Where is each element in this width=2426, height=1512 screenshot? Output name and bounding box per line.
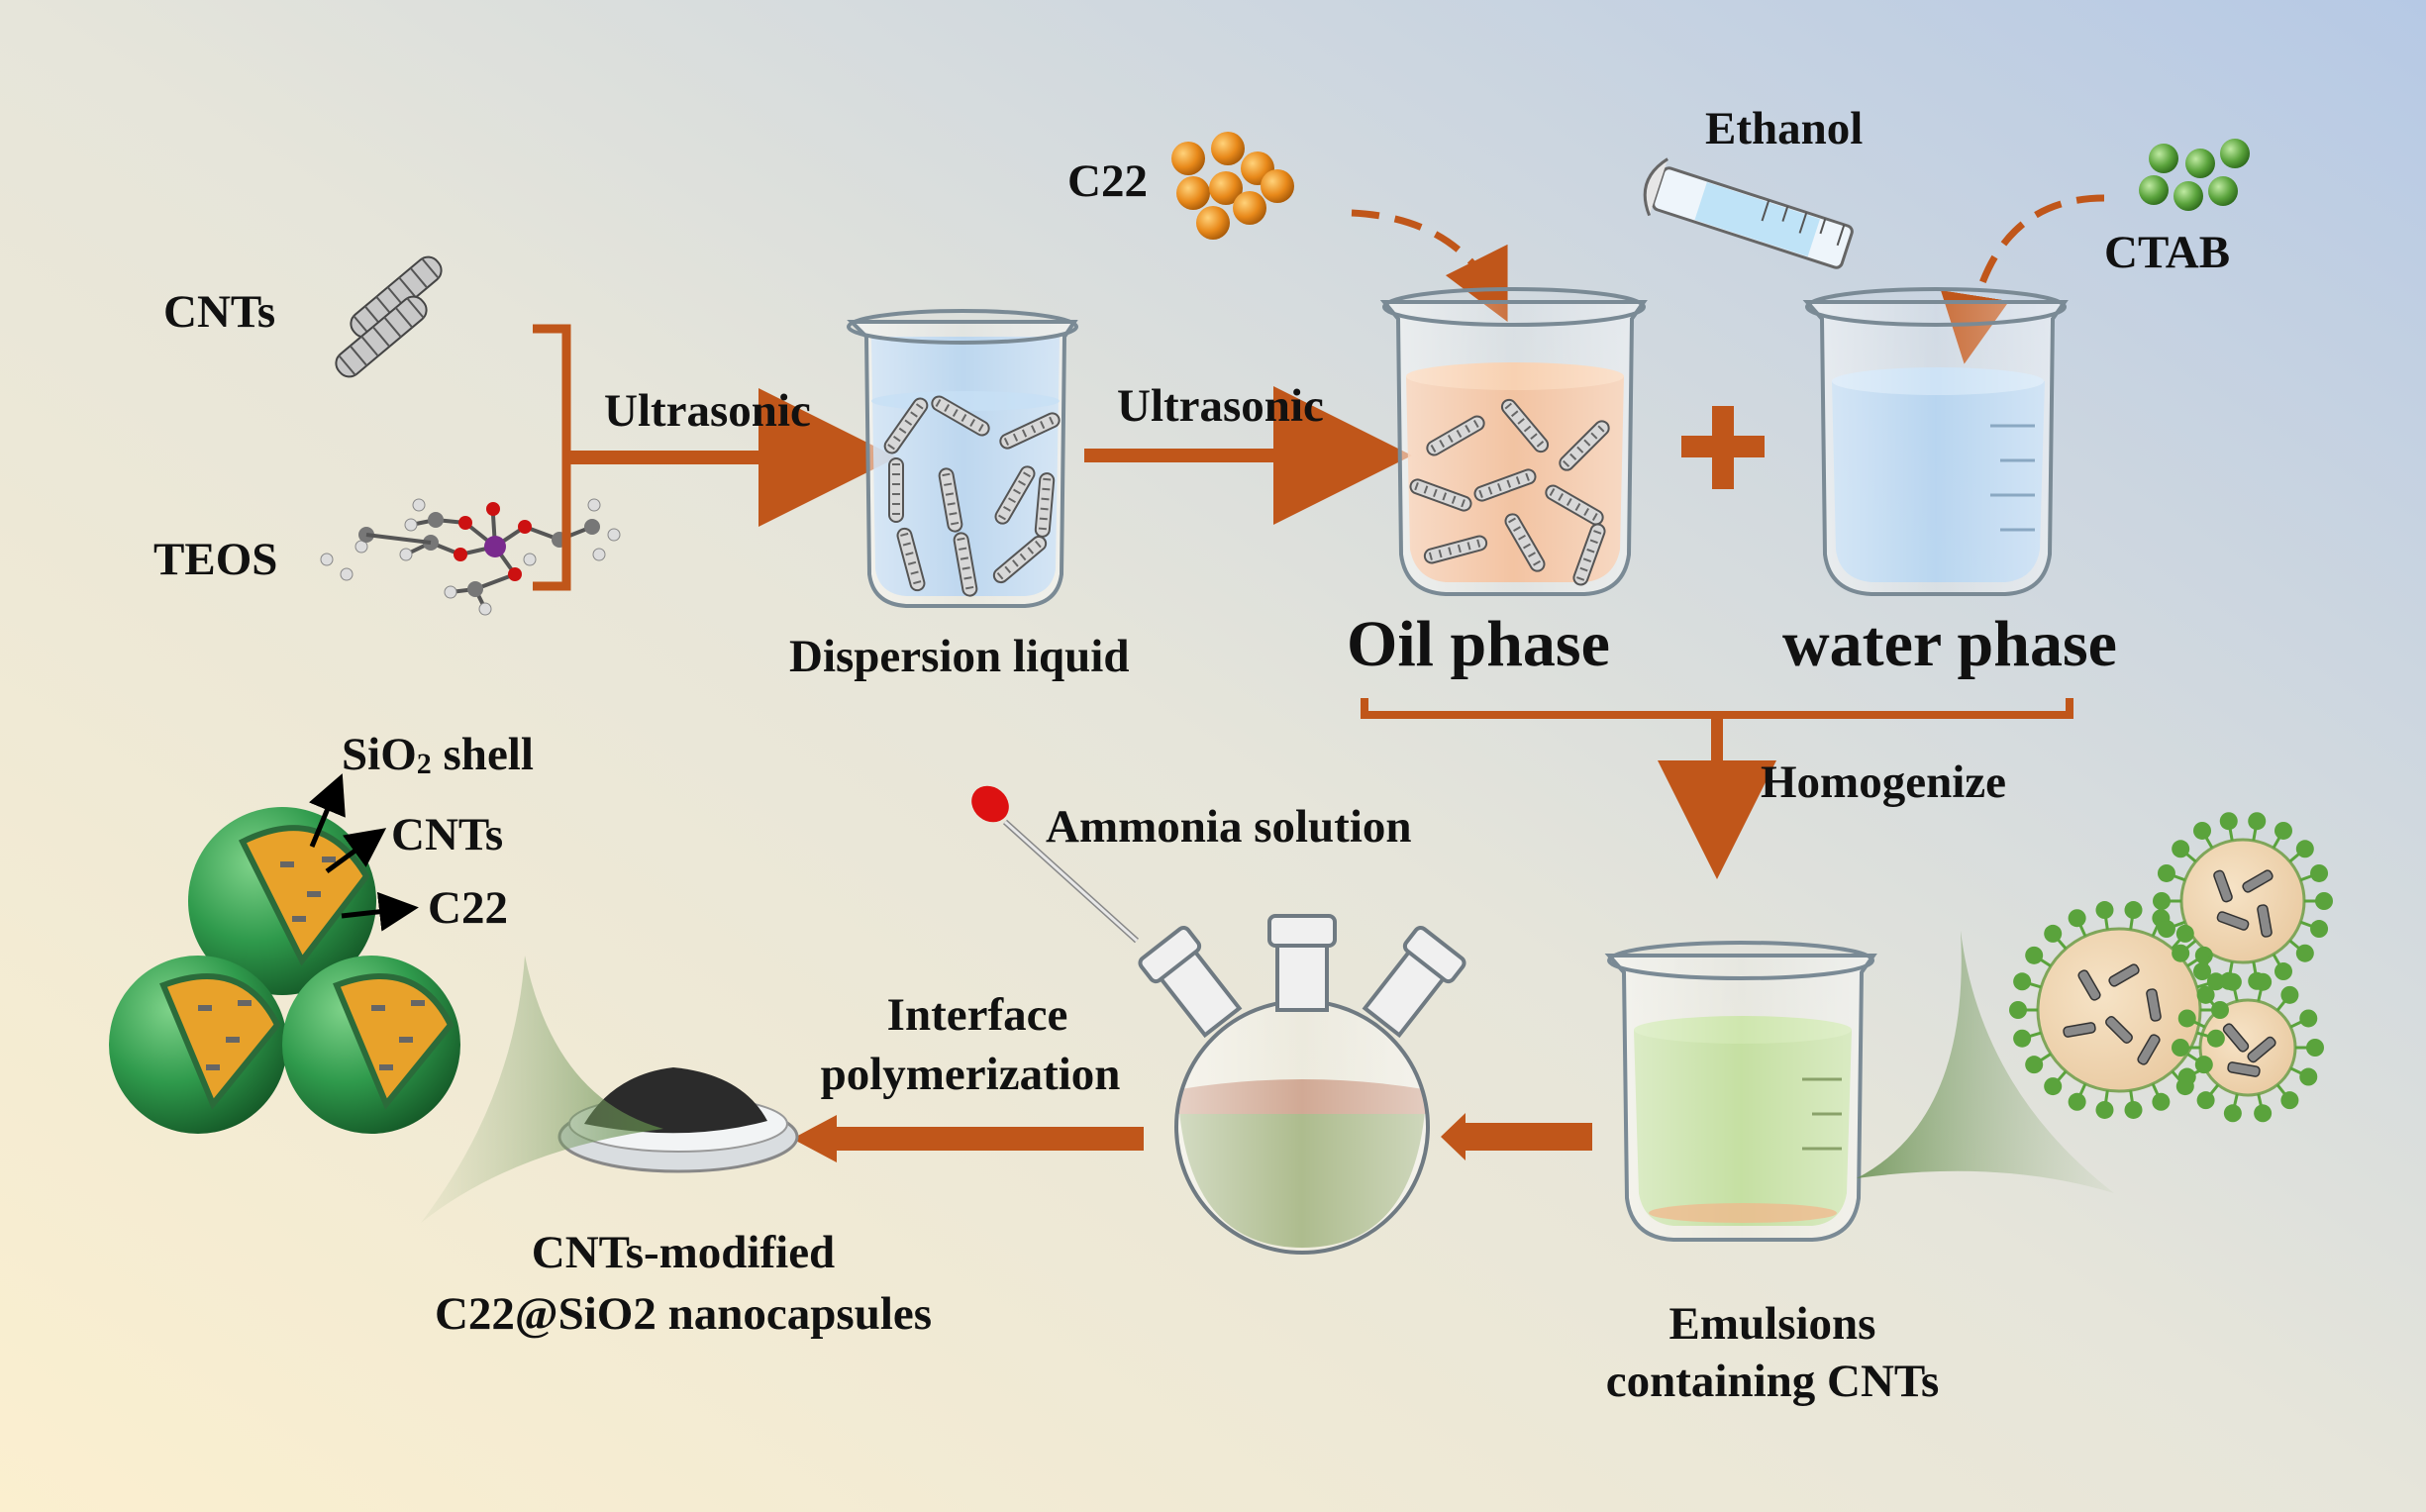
ctab-bead [2068,909,2086,928]
ammonia-solution-label: Ammonia solution [1046,801,1412,853]
ctab-bead [2013,972,2032,991]
plus-icon [1681,406,1765,489]
ctab-bead [2124,901,2143,920]
homogenize-label: Homogenize [1761,756,2006,808]
ctab-bead [2157,920,2175,939]
ctab-bead [2306,1039,2324,1057]
ctab-bead [2299,1067,2318,1086]
ctab-bead [2280,1091,2299,1110]
c22-label: C22 [1067,155,1148,207]
ctab-beads [2009,812,2333,1123]
ctab-bead [2013,1029,2032,1048]
ctab-bead [2152,1092,2171,1111]
ctab-balls-icon [2139,139,2250,211]
ctab-bead [2044,924,2063,943]
ctab-bead [2223,1104,2242,1123]
zoom-beam-emulsion [1857,931,2114,1193]
ctab-bead [2295,944,2314,962]
three-neck-flask [1138,914,1466,1255]
emulsion-droplets-icon [2036,838,2306,1097]
ctab-bead [2223,972,2242,991]
ctab-bead [2315,892,2333,910]
ctab-bead [2157,863,2175,882]
dispersion-liquid-label: Dispersion liquid [789,631,1130,682]
teos-molecule-icon [320,498,621,616]
ctab-bead [2095,901,2114,920]
ctab-bead [2295,840,2314,858]
arrow-head-emulsion-to-flask [1441,1113,1466,1160]
beaker-emulsions [1604,941,1877,1242]
ctab-bead [2153,892,2171,910]
ctab-bead [2177,1009,2196,1028]
ctab-bead [2310,863,2329,882]
capsule-c22-label: C22 [428,882,508,934]
beaker-dispersion [847,309,1078,608]
product-label-2: C22@SiO2 nanocapsules [434,1288,933,1340]
ammonia-dropper-icon [971,785,1140,944]
cnts-label: CNTs [163,286,276,338]
ctab-bead [2254,972,2273,991]
ctab-bead [2172,944,2190,962]
zoom-beam-product [421,956,663,1223]
ctab-bead [2274,821,2292,840]
ctab-bead [2175,924,2194,943]
nanocapsules-icon [109,773,460,1134]
ctab-bead [2025,1056,2044,1074]
ctab-label: CTAB [2104,227,2231,278]
beaker-oil-phase [1379,287,1648,596]
ctab-bead [2095,1100,2114,1119]
ctab-bead [2009,1001,2027,1019]
ctab-bead [2299,1009,2318,1028]
arrow-c22-dashed [1351,209,1508,323]
oil-phase-label: Oil phase [1347,608,1610,680]
ctab-bead [2274,962,2292,981]
ctab-bead [2206,1029,2225,1048]
ctab-bead [2172,840,2190,858]
interface-label: Interface [886,989,1068,1041]
product-label-1: CNTs-modified [531,1227,836,1278]
ctab-bead [2248,812,2267,831]
sio2-shell-label: SiO2 shell [342,729,534,780]
ctab-bead [2025,946,2044,964]
cnts-icon [335,255,443,378]
ctab-bead [2219,812,2238,831]
capsule-cnts-label: CNTs [391,809,504,860]
ctab-bead [2196,1091,2215,1110]
ctab-bead [2310,920,2329,939]
arrow-head-flask-to-product [792,1115,837,1162]
ultrasonic-label-2: Ultrasonic [1117,380,1324,432]
ctab-bead [2254,1104,2273,1123]
ethanol-cylinder-icon [1643,157,1854,269]
polymerization-label: polymerization [820,1049,1121,1100]
beaker-water-phase [1802,287,2069,596]
ctab-bead [2206,972,2225,991]
ctab-bead [2193,821,2211,840]
containing-cnts-label: containing CNTs [1605,1356,1940,1407]
ctab-bead [2193,962,2211,981]
ctab-bead [2068,1092,2086,1111]
water-phase-label: water phase [1782,608,2117,680]
ctab-bead [2124,1100,2143,1119]
ctab-bead [2196,985,2215,1004]
ctab-bead [2194,1056,2213,1074]
ethanol-label: Ethanol [1705,103,1864,154]
ctab-bead [2172,1039,2189,1057]
c22-balls-icon [1171,132,1294,240]
ctab-bead [2044,1077,2063,1096]
teos-label: TEOS [153,534,278,585]
ctab-bead [2280,985,2299,1004]
ultrasonic-label-1: Ultrasonic [604,385,811,437]
emulsions-label: Emulsions [1668,1298,1876,1350]
ctab-bead [2177,1067,2196,1086]
